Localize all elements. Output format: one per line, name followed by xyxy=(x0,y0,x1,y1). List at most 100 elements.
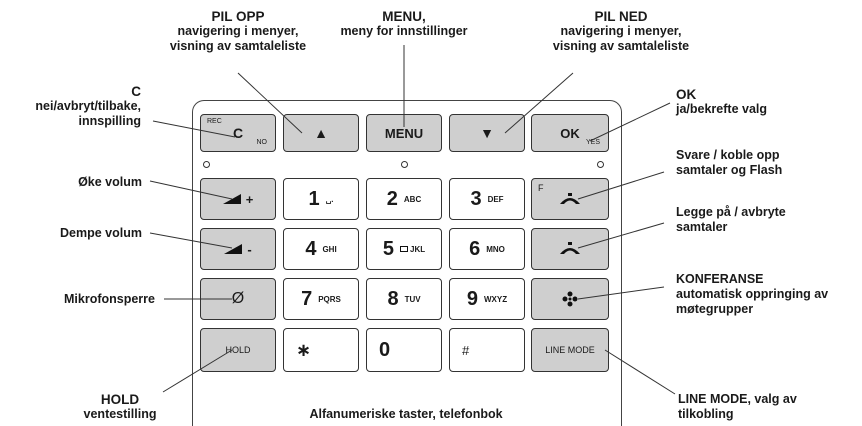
hang-up-key[interactable] xyxy=(531,228,609,270)
key-1[interactable]: 1 ␣. xyxy=(283,178,359,220)
pil-opp-line1: navigering i menyer, xyxy=(177,24,299,38)
key-9[interactable]: 9 WXYZ xyxy=(449,278,525,320)
key-6-digit: 6 xyxy=(469,237,481,260)
line-mode-key[interactable]: LINE MODE xyxy=(531,328,609,372)
leader-c xyxy=(152,120,236,138)
key-5[interactable]: 5 JKL xyxy=(366,228,442,270)
key-4-digit: 4 xyxy=(305,237,317,260)
volume-up-key[interactable]: + xyxy=(200,178,276,220)
key-5-mark-icon xyxy=(400,246,408,252)
key-7-letters: PQRS xyxy=(318,294,341,304)
svare-line2: samtaler og Flash xyxy=(676,163,783,177)
leader-line-mode xyxy=(604,349,676,395)
mute-icon: Ø xyxy=(231,290,245,307)
no-label: NO xyxy=(256,139,268,146)
key-1-digit: 1 xyxy=(308,187,320,210)
leader-pil-ned xyxy=(504,72,574,134)
volume-up-sign: + xyxy=(245,191,254,207)
c-line2: innspilling xyxy=(78,114,142,128)
hash-symbol: # xyxy=(462,342,470,358)
volume-down-key[interactable]: - xyxy=(200,228,276,270)
dempe-volum-label: Dempe volum xyxy=(60,226,142,240)
c-title: C xyxy=(131,84,141,99)
key-7[interactable]: 7 PQRS xyxy=(283,278,359,320)
key-2-letters: ABC xyxy=(403,194,422,204)
alfanumeriske-label: Alfanumeriske taster, telefonbok xyxy=(309,407,503,421)
indicator-dot-right xyxy=(597,161,604,168)
key-0[interactable]: 0 xyxy=(366,328,442,372)
leader-legge xyxy=(577,222,665,249)
legge-callout: Legge på / avbryte samtaler xyxy=(676,205,856,235)
key-5-letters: JKL xyxy=(410,244,426,254)
key-8[interactable]: 8 TUV xyxy=(366,278,442,320)
c-line1: nei/avbryt/tilbake, xyxy=(35,99,141,113)
key-0-digit: 0 xyxy=(379,338,391,361)
leader-dempe-volum xyxy=(149,232,233,249)
hold-key[interactable]: HOLD xyxy=(200,328,276,372)
hold-callout: HOLD ventestilling xyxy=(60,392,180,422)
arrow-down-key[interactable]: ▼ xyxy=(449,114,525,152)
indicator-dot-left xyxy=(203,161,210,168)
pil-opp-title: PIL OPP xyxy=(211,9,265,24)
c-key-label: C xyxy=(232,125,244,141)
volume-down-sign: - xyxy=(247,241,252,257)
rec-label: REC xyxy=(207,118,222,125)
ok-key-label: OK xyxy=(560,125,580,141)
key-9-letters: WXYZ xyxy=(484,294,508,304)
key-hash[interactable]: # xyxy=(449,328,525,372)
leader-hold xyxy=(162,349,233,393)
conference-key[interactable] xyxy=(531,278,609,320)
key-8-digit: 8 xyxy=(387,287,399,310)
key-7-digit: 7 xyxy=(301,287,313,310)
oke-volum-label: Øke volum xyxy=(78,175,142,189)
ok-key[interactable]: OK YES xyxy=(531,114,609,152)
key-3-letters: DEF xyxy=(487,194,504,204)
leader-pil-opp xyxy=(237,72,303,134)
leader-svare xyxy=(577,171,665,200)
menu-callout: MENU, meny for innstillinger xyxy=(300,9,508,39)
pil-opp-callout: PIL OPP navigering i menyer, visning av … xyxy=(138,9,338,54)
hold-title: HOLD xyxy=(100,392,140,407)
phone-hang-up-icon xyxy=(560,242,580,254)
phone-off-hook-icon xyxy=(560,193,580,204)
arrow-down-icon: ▼ xyxy=(480,125,494,141)
leader-oke-volum xyxy=(149,180,233,200)
konferanse-line2: møtegrupper xyxy=(676,302,754,316)
ok-line1: ja/bekrefte valg xyxy=(676,102,768,116)
key-4[interactable]: 4 GHI xyxy=(283,228,359,270)
line-mode-line1: LINE MODE, valg av xyxy=(678,392,797,406)
key-3[interactable]: 3 DEF xyxy=(449,178,525,220)
c-callout: C nei/avbryt/tilbake, innspilling xyxy=(0,84,141,129)
flash-label: F xyxy=(538,183,544,193)
key-9-digit: 9 xyxy=(466,287,478,310)
key-2[interactable]: 2 ABC xyxy=(366,178,442,220)
mikrofonsperre-label: Mikrofonsperre xyxy=(64,292,155,306)
ok-title: OK xyxy=(676,87,697,102)
key-star[interactable]: ∗ xyxy=(283,328,359,372)
ok-callout: OK ja/bekrefte valg xyxy=(676,87,856,117)
key-6[interactable]: 6 MNO xyxy=(449,228,525,270)
arrow-up-icon: ▲ xyxy=(314,125,328,141)
arrow-up-key[interactable]: ▲ xyxy=(283,114,359,152)
legge-line1: Legge på / avbryte xyxy=(676,205,786,219)
leader-ok xyxy=(589,102,671,142)
menu-title: MENU, xyxy=(382,9,426,24)
pil-ned-line1: navigering i menyer, xyxy=(560,24,682,38)
key-6-letters: MNO xyxy=(486,244,505,254)
konferanse-line1: automatisk oppringing av xyxy=(676,287,829,301)
legge-line2: samtaler xyxy=(676,220,728,234)
volume-down-icon xyxy=(224,244,243,254)
key-4-letters: GHI xyxy=(322,244,337,254)
indicator-dot-center xyxy=(401,161,408,168)
key-2-digit: 2 xyxy=(386,187,398,210)
menu-key-label: MENU xyxy=(384,125,424,141)
key-1-letters: ␣. xyxy=(325,194,334,204)
hold-line1: ventestilling xyxy=(83,407,157,421)
answer-key[interactable]: F xyxy=(531,178,609,220)
key-8-letters: TUV xyxy=(404,294,421,304)
svare-line1: Svare / koble opp xyxy=(676,148,780,162)
conference-icon xyxy=(562,291,578,307)
line-mode-line2: tilkobling xyxy=(678,407,734,421)
menu-line1: meny for innstillinger xyxy=(340,24,468,38)
key-5-digit: 5 xyxy=(382,237,394,260)
